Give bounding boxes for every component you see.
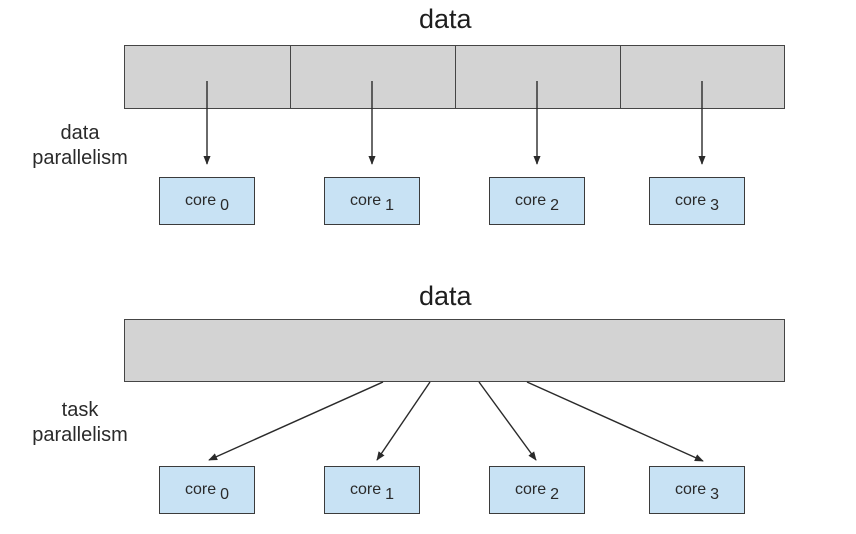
arrow-to-core-1 <box>376 381 431 461</box>
core-index: 2 <box>550 197 560 214</box>
core-index: 3 <box>710 486 720 503</box>
top-data-title: data <box>419 4 472 34</box>
label-line-1: task <box>61 399 99 421</box>
core-index: 2 <box>550 486 560 503</box>
core-label: core <box>349 192 382 209</box>
core-label: core <box>514 192 547 209</box>
core-label: core <box>184 481 217 498</box>
core-label: core <box>349 481 382 498</box>
core-index: 0 <box>220 486 230 503</box>
core-index: 0 <box>220 197 230 214</box>
label-line-1: data <box>60 122 100 144</box>
data-segment-divider <box>620 46 621 108</box>
label-line-2: parallelism <box>32 424 128 446</box>
core-label: core <box>514 481 547 498</box>
core-index: 3 <box>710 197 720 214</box>
data-segment-divider <box>455 46 456 108</box>
data-parallelism-label: data parallelism <box>18 121 142 171</box>
bottom-data-title: data <box>419 281 472 311</box>
core-label: core <box>674 192 707 209</box>
data-segment-divider <box>290 46 291 108</box>
task-parallelism-label: task parallelism <box>18 398 142 448</box>
arrow-to-core-2 <box>478 381 537 461</box>
core-label: core <box>674 481 707 498</box>
bottom-data-bar <box>124 319 785 382</box>
top-data-bar <box>124 45 785 109</box>
core-index: 1 <box>385 486 395 503</box>
core-index: 1 <box>385 197 395 214</box>
core-label: core <box>184 192 217 209</box>
label-line-2: parallelism <box>32 147 128 169</box>
arrow-to-core-3 <box>526 381 704 462</box>
arrow-to-core-0 <box>208 381 384 461</box>
